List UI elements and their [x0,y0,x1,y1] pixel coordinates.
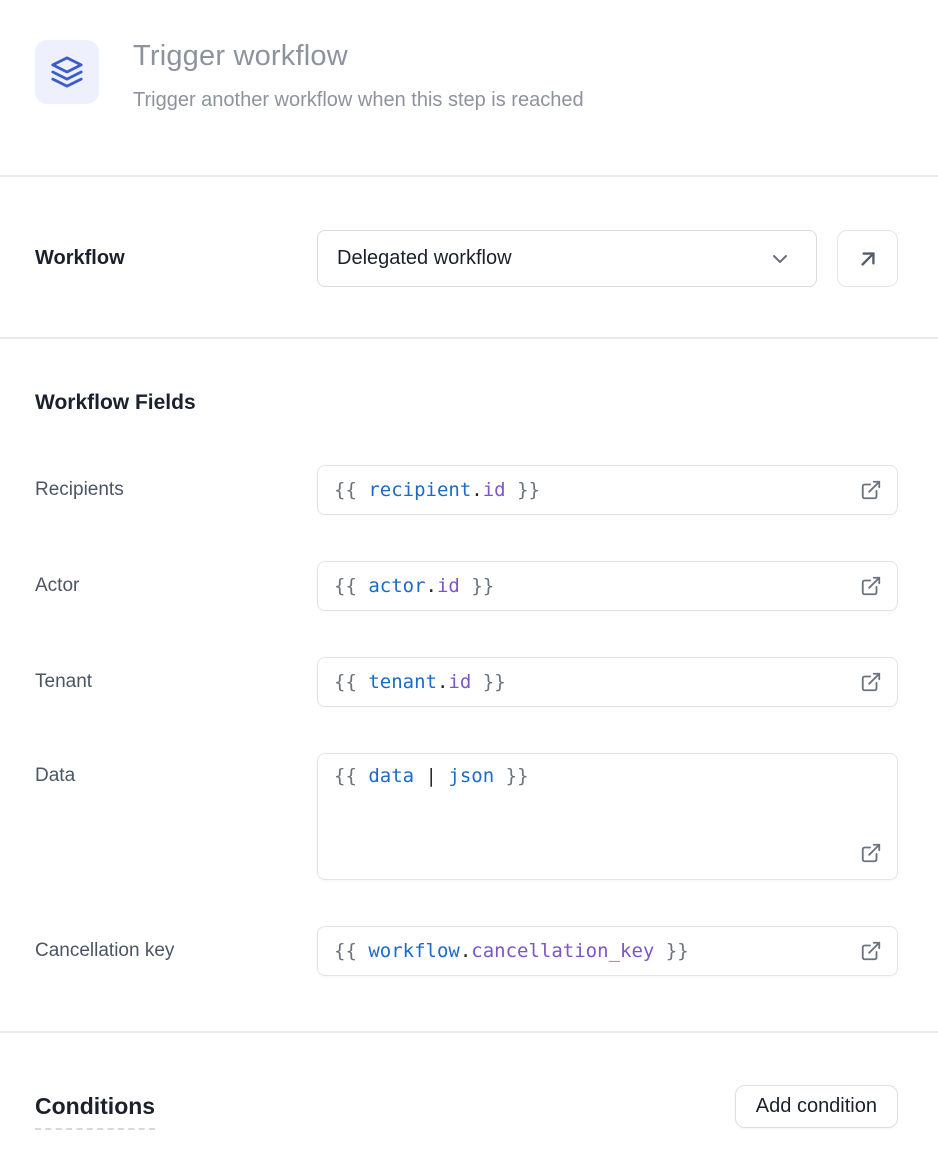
workflow-select[interactable]: Delegated workflow [317,230,817,287]
field-label: Tenant [35,671,93,692]
external-link-icon[interactable] [860,575,882,597]
add-condition-button[interactable]: Add condition [734,1085,898,1128]
workflow-select-value: Delegated workflow [337,247,512,269]
step-header-text: Trigger workflow Trigger another workflo… [133,40,584,112]
liquid-code-value: {{ data | json }} [334,765,529,787]
workflow-fields-section: Workflow Fields Recipients {{ recipient.… [0,391,938,976]
field-label: Cancellation key [35,940,175,961]
conditions-title-text: Conditions [35,1093,156,1130]
conditions-section: Conditions Add condition [0,1085,938,1130]
field-row: Cancellation key {{ workflow.cancellatio… [35,926,898,976]
liquid-code-value: {{ tenant.id }} [334,671,506,693]
external-link-icon[interactable] [860,940,882,962]
template-editor-input[interactable]: {{ tenant.id }} [317,657,898,707]
open-workflow-button[interactable] [837,230,898,287]
field-row: Recipients {{ recipient.id }} [35,465,898,515]
fields-list: Recipients {{ recipient.id }} Actor {{ a… [35,465,898,976]
template-editor-input[interactable]: {{ recipient.id }} [317,465,898,515]
layers-icon [51,56,83,88]
conditions-title: Conditions [35,1093,156,1130]
field-row: Actor {{ actor.id }} [35,561,898,611]
external-link-icon[interactable] [860,842,882,864]
external-link-icon[interactable] [860,479,882,501]
divider [0,337,938,339]
page-subtitle: Trigger another workflow when this step … [133,89,584,111]
liquid-code-value: {{ actor.id }} [334,575,495,597]
template-editor-input[interactable]: {{ actor.id }} [317,561,898,611]
step-icon-tile [35,40,99,104]
workflow-label: Workflow [35,247,125,269]
field-label: Data [35,765,76,786]
field-row: Tenant {{ tenant.id }} [35,657,898,707]
divider [0,1031,938,1033]
workflow-selector-controls: Delegated workflow [317,230,898,287]
step-header: Trigger workflow Trigger another workflo… [0,0,938,175]
external-link-icon[interactable] [860,671,882,693]
workflow-selector-row: Workflow Delegated workflow [0,230,938,287]
liquid-code-value: {{ recipient.id }} [334,479,540,501]
workflow-fields-title: Workflow Fields [35,391,196,414]
field-label: Recipients [35,479,124,500]
template-editor-input[interactable]: {{ workflow.cancellation_key }} [317,926,898,976]
arrow-up-right-icon [860,251,875,266]
page-title: Trigger workflow [133,40,348,72]
chevron-down-icon [773,254,787,263]
liquid-code-value: {{ workflow.cancellation_key }} [334,940,689,962]
field-row: Data {{ data | json }} [35,753,898,880]
divider [0,175,938,177]
field-label: Actor [35,575,80,596]
template-editor-input[interactable]: {{ data | json }} [317,753,898,880]
